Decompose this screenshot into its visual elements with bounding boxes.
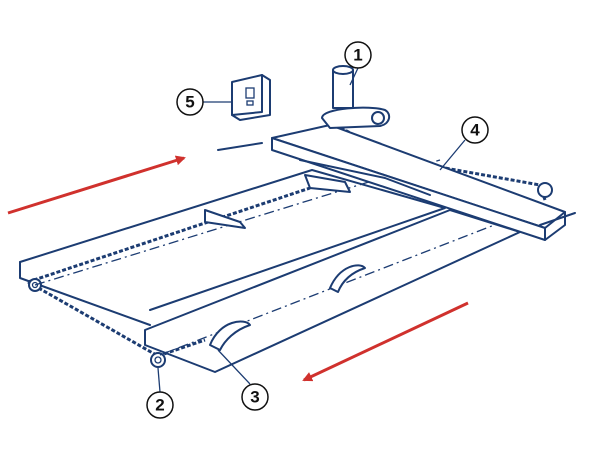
- callout-3: 3: [241, 383, 269, 411]
- svg-text:2: 2: [155, 396, 164, 415]
- callout-1: 1: [344, 41, 372, 69]
- leaders: [157, 67, 466, 393]
- chain-loop: [27, 120, 553, 368]
- callout-2: 2: [146, 391, 174, 419]
- dogs: [204, 174, 366, 351]
- svg-text:3: 3: [250, 388, 259, 407]
- flow-arrow-out: [302, 301, 469, 382]
- svg-text:1: 1: [353, 46, 362, 65]
- floor: [19, 142, 521, 373]
- drive-motor: [321, 65, 391, 129]
- control-box: [231, 74, 271, 121]
- svg-text:4: 4: [470, 121, 480, 140]
- svg-text:5: 5: [185, 93, 194, 112]
- callout-4: 4: [461, 116, 489, 144]
- callout-5: 5: [176, 88, 204, 116]
- flow-arrow-in: [7, 155, 186, 215]
- overhead-beam: [271, 124, 576, 241]
